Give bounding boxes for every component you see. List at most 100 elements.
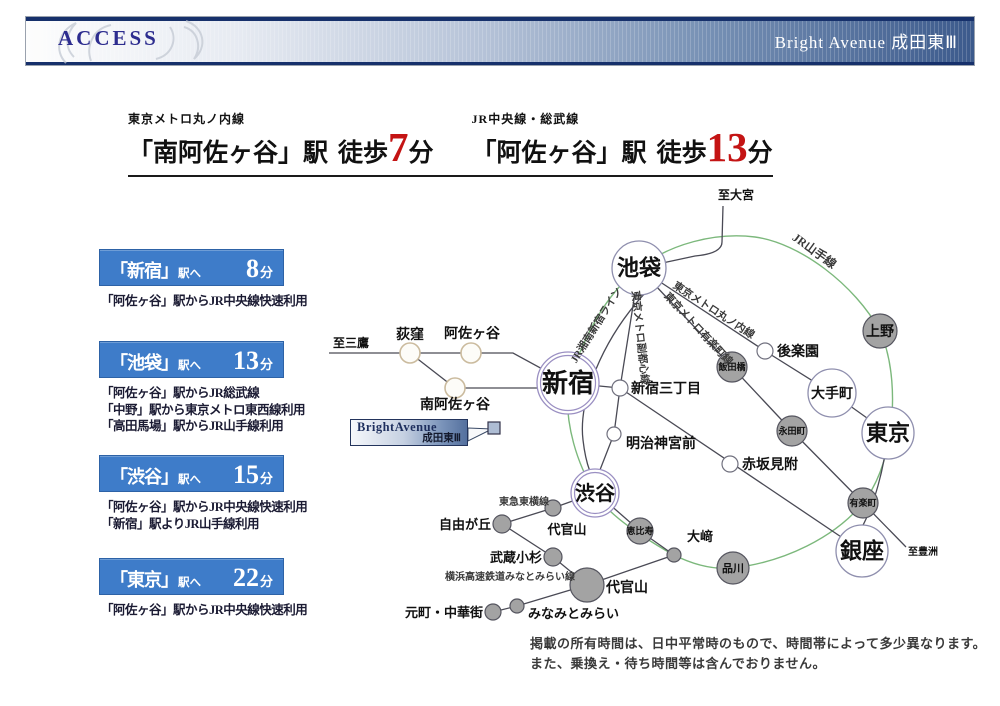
- line-label: 東急東横線: [499, 495, 549, 508]
- station-有楽町: 有楽町: [849, 497, 876, 508]
- line-jr-chuo: [329, 352, 569, 384]
- station-有楽町: [847, 487, 879, 519]
- disclaimer-line1: 掲載の所有時間は、日中平常時のもので、時間帯によって多少異なります。: [530, 636, 987, 651]
- station-後楽園: 後楽園: [777, 343, 819, 360]
- station-新宿三丁目: 新宿三丁目: [631, 380, 701, 397]
- station-大手町: [807, 368, 857, 418]
- header-bar: ACCESS Bright Avenue 成田東Ⅲ: [25, 16, 975, 66]
- header-bottom-stripe: [26, 62, 974, 65]
- property-pointer: [467, 427, 493, 442]
- station-元町・中華街: [484, 603, 502, 621]
- access-note-line: 「高田馬場」駅からJR山手線利用: [101, 419, 284, 433]
- minutes-unit: 分: [259, 357, 273, 372]
- station-代官山: 代官山: [546, 522, 586, 537]
- access-notes: 「阿佐ヶ谷」駅からJR中央線快速利用: [101, 293, 331, 310]
- access-note-line: 「新宿」駅よりJR山手線利用: [101, 516, 260, 531]
- station-飯田橋: 飯田橋: [717, 361, 746, 372]
- endpoint-label: 至三鷹: [333, 335, 369, 350]
- station-自由が丘: [492, 514, 512, 534]
- station-name: 「池袋」: [110, 353, 179, 373]
- minutes-value: 15: [232, 460, 259, 489]
- station-大﨑: [666, 547, 682, 563]
- station-品川: [716, 551, 750, 585]
- station-永田町: 永田町: [777, 425, 805, 436]
- station-武蔵小杉: [543, 547, 563, 567]
- endpoint-label: 至豊洲: [908, 545, 938, 558]
- headline-left: 東京メトロ丸ノ内線 「南阿佐ヶ谷」駅徒歩7分: [128, 110, 434, 169]
- header-top-stripe: [26, 17, 974, 21]
- station-池袋: 池袋: [617, 256, 662, 281]
- minutes-value: 22: [232, 563, 259, 592]
- access-note-line: 「中野」駅から東京メトロ東西線利用: [101, 402, 306, 417]
- disclaimer: 掲載の所有時間は、日中平常時のもので、時間帯によって多少異なります。 また、乗換…: [530, 634, 986, 674]
- station-赤坂見附: 赤坂見附: [742, 456, 798, 473]
- station-荻窪: [399, 342, 421, 364]
- station-代官山: [544, 499, 562, 517]
- station-品川: 品川: [722, 562, 744, 575]
- station-suffix: 駅へ: [178, 268, 201, 280]
- disclaimer-line2: また、乗換え・待ち時間等は含んでおりません。: [530, 656, 826, 671]
- access-notes: 「阿佐ヶ谷」駅からJR中央線快速利用: [101, 602, 331, 619]
- access-notes: 「阿佐ヶ谷」駅からJR総武線「中野」駅から東京メトロ東西線利用「高田馬場」駅から…: [101, 385, 331, 435]
- station-東京: 東京: [866, 421, 910, 446]
- headline-left-main: 「南阿佐ヶ谷」駅徒歩7分: [128, 124, 434, 170]
- line-note-marunouchi: 東京メトロ丸ノ内線: [128, 112, 246, 126]
- minutes-unit: 分: [259, 471, 273, 486]
- headline-right-main: 「阿佐ヶ谷」駅徒歩13分: [471, 124, 773, 170]
- property-callout: BrightAvenue 成田東Ⅲ: [350, 419, 468, 446]
- station-渋谷: 渋谷: [575, 481, 616, 505]
- station-新宿: 新宿: [542, 368, 594, 398]
- station-明治神宮前: [606, 426, 622, 442]
- station-大﨑: 大﨑: [687, 529, 713, 544]
- station-荻窪: 荻窪: [396, 326, 424, 343]
- property-subname: 成田東Ⅲ: [422, 433, 461, 444]
- station-suffix: 駅へ: [178, 360, 201, 372]
- property-marker: [487, 421, 501, 435]
- station-銀座: [835, 524, 889, 578]
- access-notes: 「阿佐ヶ谷」駅からJR中央線快速利用「新宿」駅よりJR山手線利用: [101, 499, 331, 532]
- header-section-label: ACCESS: [58, 26, 159, 50]
- station-阿佐ヶ谷: [460, 342, 482, 364]
- station-代官山: [569, 567, 605, 603]
- ornament-flourish-icon: [58, 20, 204, 64]
- line-marunouchi-north: [638, 267, 889, 434]
- minutes-unit: 分: [259, 265, 273, 280]
- access-note-line: 「阿佐ヶ谷」駅からJR中央線快速利用: [101, 500, 308, 514]
- station-後楽園: [756, 342, 774, 360]
- station-上野: [862, 313, 898, 349]
- access-note-line: 「阿佐ヶ谷」駅からJR総武線: [101, 386, 260, 400]
- access-note-line: 「阿佐ヶ谷」駅からJR中央線快速利用: [101, 603, 308, 617]
- minutes-unit: 分: [259, 574, 273, 589]
- station-大手町: 大手町: [811, 385, 853, 402]
- station-みなみとみらい: みなみとみらい: [528, 606, 619, 621]
- station-name: 「東京」: [110, 570, 179, 590]
- station-新宿三丁目: [611, 379, 629, 397]
- station-南阿佐ヶ谷: [444, 377, 466, 399]
- station-新宿: [539, 354, 597, 412]
- station-明治神宮前: 明治神宮前: [626, 435, 696, 452]
- line-fukutoshin: [597, 267, 640, 476]
- station-新宿: [536, 351, 600, 415]
- station-恵比寿: 恵比寿: [626, 525, 653, 536]
- line-label: JR湘南新宿ライン: [568, 285, 625, 365]
- station-代官山: 代官山: [605, 579, 648, 596]
- station-name: 「渋谷」: [110, 467, 179, 487]
- station-上野: 上野: [866, 324, 894, 340]
- line-label: 横浜高速鉄道みなとみらい線: [445, 570, 575, 583]
- station-みなみとみらい: [509, 598, 525, 614]
- station-南阿佐ヶ谷: 南阿佐ヶ谷: [420, 396, 491, 413]
- property-name: BrightAvenue: [357, 420, 438, 434]
- station-池袋: [611, 240, 667, 296]
- station-武蔵小杉: 武蔵小杉: [490, 550, 542, 565]
- station-渋谷: [573, 471, 617, 515]
- line-label: 東京メトロ副都心線: [629, 290, 652, 386]
- station-自由が丘: 自由が丘: [439, 517, 491, 532]
- minutes-value: 8: [245, 254, 259, 283]
- station-赤坂見附: [721, 455, 739, 473]
- station-渋谷: [570, 468, 620, 518]
